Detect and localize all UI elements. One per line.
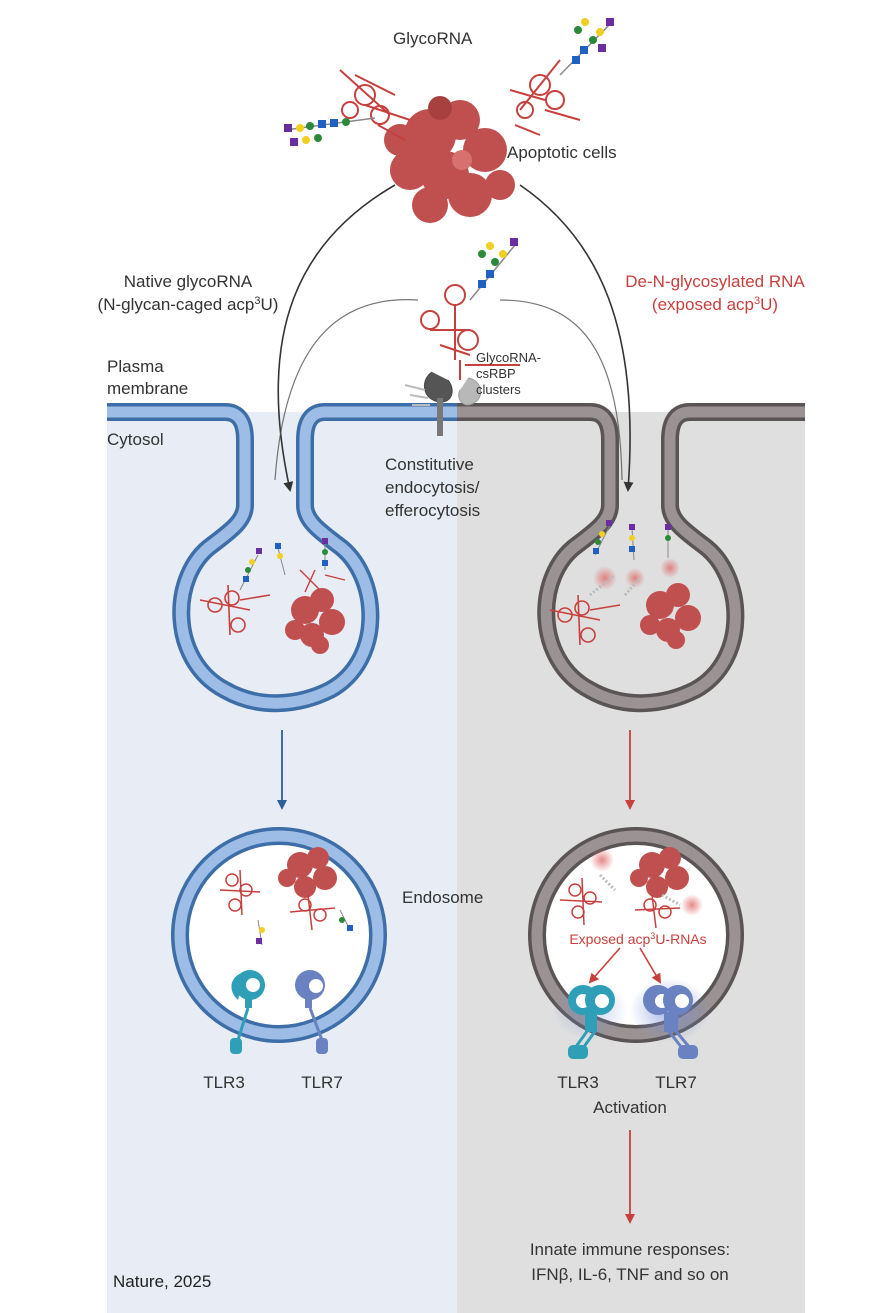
- label-plasma-membrane-1: Plasma: [107, 357, 164, 376]
- label-innate-immune-1: Innate immune responses:: [530, 1240, 730, 1259]
- label-innate-immune-2: IFNβ, IL-6, TNF and so on: [531, 1265, 728, 1284]
- arrow-membrane-to-left-vesicle: [274, 299, 419, 481]
- tlr3-receptor-left: [230, 970, 265, 1054]
- endosome-right-contents: [559, 847, 703, 929]
- apoptotic-cells-cluster: [384, 96, 515, 223]
- membrane-glycorna: [404, 238, 520, 436]
- label-csrbp-1: GlycoRNA-: [476, 350, 541, 365]
- label-endocytosis-2: endocytosis/: [385, 478, 480, 497]
- vesicle-left-contents: [199, 538, 346, 654]
- label-apoptotic-cells: Apoptotic cells: [507, 143, 617, 162]
- arrow-exposed-to-tlr3: [588, 947, 621, 984]
- label-deglycosylated-rna: De-N-glycosylated RNA: [625, 272, 805, 291]
- label-endocytosis-3: efferocytosis: [385, 501, 480, 520]
- glycorna-structure-right: [509, 59, 581, 136]
- label-activation: Activation: [593, 1098, 667, 1117]
- glycan-chain-left: [284, 117, 376, 146]
- arrow-deglyc-to-right-vesicle: [519, 184, 634, 492]
- label-exposed-rnas: Exposed acp3U-RNAs: [569, 931, 706, 947]
- endosome-left-contents: [219, 847, 353, 946]
- label-deglycosylated-rna-sub: (exposed acp3U): [652, 295, 778, 314]
- label-plasma-membrane-2: membrane: [107, 379, 188, 398]
- label-glycorna: GlycoRNA: [393, 29, 473, 48]
- label-tlr3-left: TLR3: [203, 1073, 245, 1092]
- glycorna-structure-left: [339, 69, 411, 141]
- tlr7-receptor-right: [643, 985, 698, 1059]
- label-tlr7-left: TLR7: [301, 1073, 343, 1092]
- endosome-left: [171, 827, 387, 1043]
- label-tlr3-right: TLR3: [557, 1073, 599, 1092]
- vesicle-right-contents: [549, 520, 701, 649]
- citation: Nature, 2025: [113, 1272, 211, 1291]
- label-cytosol: Cytosol: [107, 430, 164, 449]
- label-tlr7-right: TLR7: [655, 1073, 697, 1092]
- label-native-glycorna-sub: (N-glycan-caged acp3U): [98, 295, 279, 314]
- label-csrbp-3: clusters: [476, 382, 521, 397]
- label-endosome: Endosome: [402, 888, 483, 907]
- arrow-exposed-to-tlr7: [639, 947, 662, 984]
- label-native-glycorna: Native glycoRNA: [124, 272, 253, 291]
- tlr3-receptor-right: [568, 985, 615, 1059]
- label-csrbp-2: csRBP: [476, 366, 516, 381]
- glycan-chain-right: [559, 18, 614, 76]
- arrow-native-to-left-vesicle: [277, 184, 396, 492]
- tlr7-receptor-left: [295, 970, 328, 1054]
- label-endocytosis-1: Constitutive: [385, 455, 474, 474]
